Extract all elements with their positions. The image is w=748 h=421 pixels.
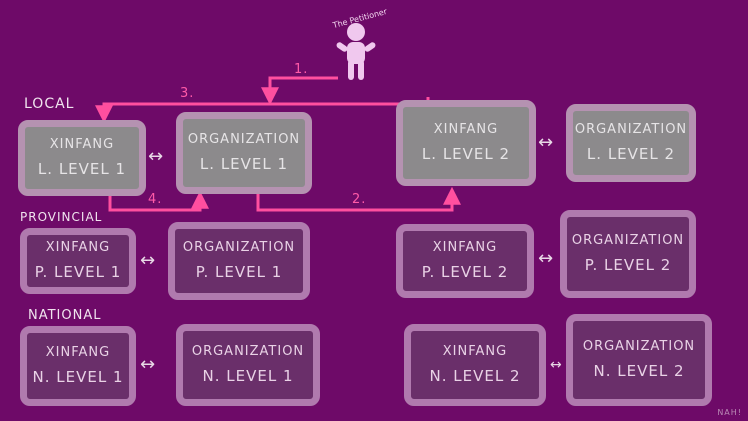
- box-xinfang-local-2: XINFANG L. LEVEL 2: [396, 100, 536, 186]
- box-title: ORGANIZATION: [187, 132, 301, 147]
- level-provincial-label: PROVINCIAL: [20, 210, 103, 224]
- box-xinfang-local-1: XINFANG L. LEVEL 1: [18, 120, 146, 196]
- box-level: P. LEVEL 1: [195, 263, 283, 281]
- box-level: N. LEVEL 1: [32, 368, 124, 386]
- box-level: N. LEVEL 2: [593, 362, 685, 380]
- box-title: XINFANG: [45, 345, 111, 360]
- box-organization-provincial-2: ORGANIZATION P. LEVEL 2: [560, 210, 696, 298]
- box-title: ORGANIZATION: [191, 344, 305, 359]
- step-2-label: 2.: [352, 192, 367, 207]
- box-xinfang-national-1: XINFANG N. LEVEL 1: [20, 326, 136, 406]
- link-arrow-provincial-1: ↔: [140, 250, 156, 271]
- box-xinfang-national-2: XINFANG N. LEVEL 2: [404, 324, 546, 406]
- artist-credit: NAH!: [717, 408, 742, 417]
- box-level: P. LEVEL 1: [34, 263, 122, 281]
- link-arrow-national-1: ↔: [140, 354, 156, 375]
- box-level: N. LEVEL 2: [429, 367, 521, 385]
- step-3-label: 3.: [180, 86, 195, 101]
- box-title: XINFANG: [442, 344, 508, 359]
- arrow-step-1: [261, 76, 338, 106]
- step-4-label: 4.: [148, 192, 163, 207]
- link-arrow-national-2: ↔: [550, 357, 562, 373]
- box-title: XINFANG: [432, 240, 498, 255]
- box-level: P. LEVEL 2: [421, 263, 509, 281]
- box-organization-national-1: ORGANIZATION N. LEVEL 1: [176, 324, 320, 406]
- level-national-label: NATIONAL: [28, 308, 102, 323]
- link-arrow-provincial-2: ↔: [538, 248, 554, 269]
- box-level: L. LEVEL 1: [37, 160, 127, 178]
- arrow-step-2: [256, 186, 461, 212]
- box-level: P. LEVEL 2: [584, 256, 672, 274]
- box-title: XINFANG: [433, 122, 499, 137]
- arrow-step-4: [108, 190, 209, 212]
- box-title: ORGANIZATION: [574, 122, 688, 137]
- box-level: L. LEVEL 2: [421, 145, 511, 163]
- box-title: ORGANIZATION: [182, 240, 296, 255]
- box-xinfang-provincial-1: XINFANG P. LEVEL 1: [20, 228, 136, 294]
- petitioner-figure-icon: [336, 23, 376, 80]
- box-title: ORGANIZATION: [571, 233, 685, 248]
- box-level: L. LEVEL 1: [199, 155, 289, 173]
- box-organization-local-1: ORGANIZATION L. LEVEL 1: [176, 112, 312, 194]
- box-level: N. LEVEL 1: [202, 367, 294, 385]
- link-arrow-local-1: ↔: [148, 146, 164, 167]
- level-local-label: LOCAL: [24, 96, 75, 112]
- link-arrow-local-2: ↔: [538, 132, 554, 153]
- step-1-label: 1.: [294, 62, 309, 77]
- box-title: XINFANG: [49, 137, 115, 152]
- box-organization-national-2: ORGANIZATION N. LEVEL 2: [566, 314, 712, 406]
- box-title: XINFANG: [45, 240, 111, 255]
- box-organization-provincial-1: ORGANIZATION P. LEVEL 1: [168, 222, 310, 300]
- box-organization-local-2: ORGANIZATION L. LEVEL 2: [566, 104, 696, 182]
- box-title: ORGANIZATION: [582, 339, 696, 354]
- box-xinfang-provincial-2: XINFANG P. LEVEL 2: [396, 224, 534, 298]
- box-level: L. LEVEL 2: [586, 145, 676, 163]
